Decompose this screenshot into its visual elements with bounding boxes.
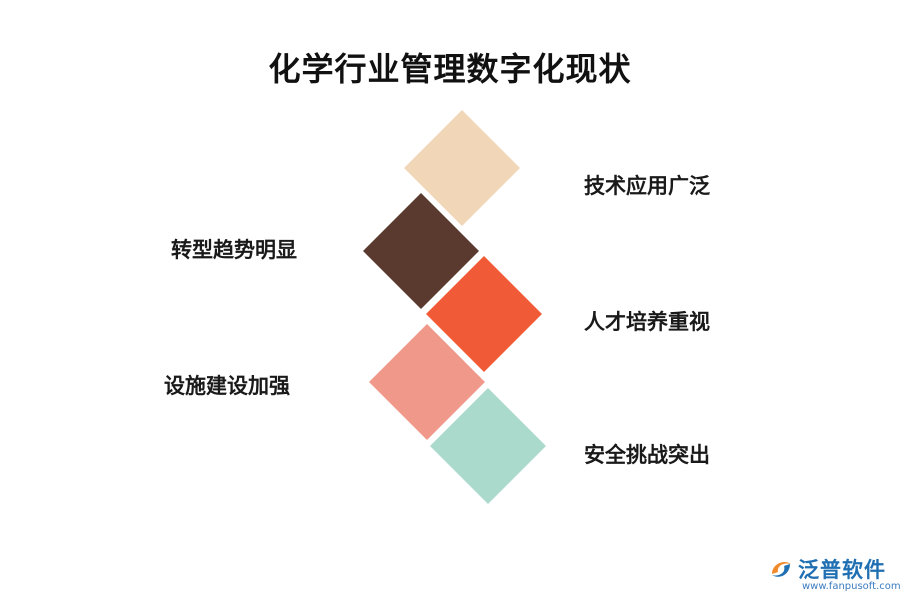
diagram-title: 化学行业管理数字化现状: [268, 50, 632, 88]
label-technology: 技术应用广泛: [584, 174, 710, 198]
logo-name: 泛普软件: [798, 558, 886, 582]
label-talent: 人才培养重视: [584, 310, 710, 334]
label-safety: 安全挑战突出: [584, 443, 710, 467]
label-transformation: 转型趋势明显: [171, 238, 297, 262]
label-infrastructure: 设施建设加强: [164, 374, 290, 398]
logo-swirl-icon: [772, 562, 791, 577]
logo-url: www.fanpusoft.com: [802, 581, 900, 592]
brand-logo: 泛普软件 www.fanpusoft.com: [768, 552, 900, 594]
